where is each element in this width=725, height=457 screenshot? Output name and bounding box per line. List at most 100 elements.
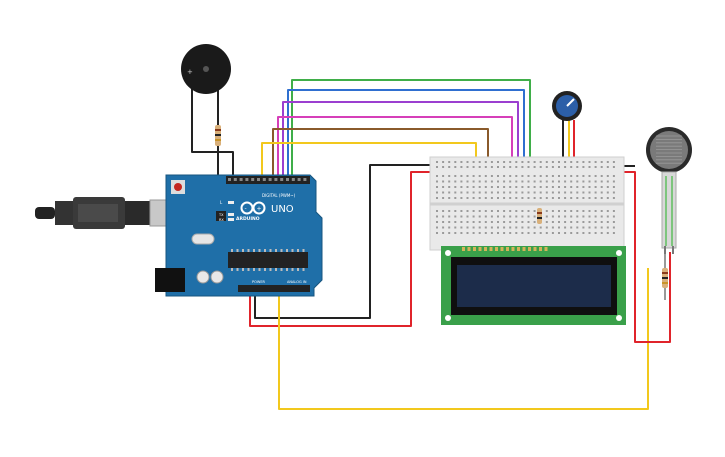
breadboard-hole [558,186,560,188]
digital-pin[interactable] [239,178,243,181]
digital-label: DIGITAL (PWM~) [262,193,296,198]
wire-black-gnd[interactable] [254,164,448,319]
breadboard-hole [545,175,548,177]
breadboard-hole [509,232,512,234]
digital-pin[interactable] [228,178,231,181]
breadboard-hole [515,232,518,234]
breadboard-hole [545,191,548,194]
breadboard-hole [576,175,579,177]
wire-yellow-a0[interactable] [278,268,649,410]
digital-pin[interactable] [291,178,295,181]
wire-black-piezo[interactable] [191,86,234,178]
breadboard-hole [594,210,597,212]
digital-pin[interactable] [257,178,260,181]
breadboard-hole [436,226,438,229]
breadboard-hole [612,180,615,183]
digital-pin[interactable] [280,178,284,181]
wire-red-5v[interactable] [249,171,440,327]
breadboard-hole [509,210,512,212]
breadboard-hole [551,210,554,212]
breadboard-hole [521,191,524,194]
breadboard-hole [484,191,487,194]
breadboard-hole [515,161,518,163]
digital-pin[interactable] [297,178,301,181]
breadboard-hole [606,191,609,194]
breadboard-hole [600,210,603,212]
resistor-piezo[interactable] [215,125,221,146]
breadboard-hole [472,232,475,234]
digital-pin[interactable] [268,178,272,181]
digital-header[interactable] [226,176,310,184]
chip-leg [236,249,239,252]
power-analog-header[interactable] [238,285,310,292]
breadboard-hole [478,166,481,168]
breadboard-hole [582,180,585,183]
breadboard-hole [588,210,591,212]
svg-text:+: + [257,206,262,213]
breadboard-hole [588,175,591,177]
breadboard-hole [594,197,597,199]
breadboard-hole [576,186,579,188]
breadboard-hole [484,161,487,163]
breadboard-hole [436,210,438,212]
breadboard-hole [509,166,512,168]
breadboard-hole [509,226,512,229]
breadboard-hole [460,161,463,163]
breadboard-hole [521,210,524,212]
breadboard-hole [558,197,560,199]
lcd-16x2[interactable] [441,246,626,325]
breadboard-hole [588,226,591,229]
breadboard-hole [570,215,573,218]
breadboard[interactable] [429,156,625,251]
breadboard-hole [454,232,457,234]
breadboard-hole [515,215,518,218]
breadboard-hole [612,210,615,212]
breadboard-hole [454,166,457,168]
wire-red-fsr[interactable] [623,171,671,343]
breadboard-hole [515,175,518,177]
breadboard-hole [582,175,585,177]
breadboard-hole [454,226,457,229]
breadboard-hole [594,180,597,183]
chip-leg [242,268,244,271]
breadboard-hole [454,215,457,218]
digital-pin[interactable] [262,178,266,181]
breadboard-hole [503,221,506,223]
breadboard-hole [600,161,603,163]
breadboard-hole [558,166,560,168]
chip-leg [269,249,272,252]
breadboard-hole [588,221,591,223]
breadboard-hole [484,232,487,234]
breadboard-hole [509,186,512,188]
breadboard-hole [545,232,548,234]
resistor-fsr[interactable] [662,254,668,300]
piezo-buzzer[interactable]: + [181,44,231,94]
breadboard-hole [606,221,609,223]
chip-leg [247,249,250,252]
chip-leg [264,268,266,271]
breadboard-hole [582,186,585,188]
digital-pin[interactable] [251,178,255,181]
digital-pin[interactable] [303,178,307,181]
breadboard-hole [497,215,499,218]
digital-pin[interactable] [245,178,249,181]
breadboard-hole [539,166,542,168]
breadboard-hole [478,232,481,234]
arduino-logo-icon: - + [240,201,266,215]
breadboard-hole [454,186,457,188]
resistor-breadboard[interactable] [537,208,542,224]
arduino-uno[interactable]: DIGITAL (PWM~) - + UNO ARDUINO L TX RX P… [155,174,323,297]
force-sensitive-resistor[interactable] [646,127,692,254]
digital-pin[interactable] [286,178,289,181]
breadboard-hole [539,186,542,188]
digital-pin[interactable] [274,178,278,181]
potentiometer[interactable] [552,91,582,121]
breadboard-hole [564,166,567,168]
breadboard-hole [454,175,457,177]
breadboard-hole [533,226,536,229]
digital-pin[interactable] [233,178,237,181]
breadboard-hole [594,221,597,223]
breadboard-hole [466,166,469,168]
